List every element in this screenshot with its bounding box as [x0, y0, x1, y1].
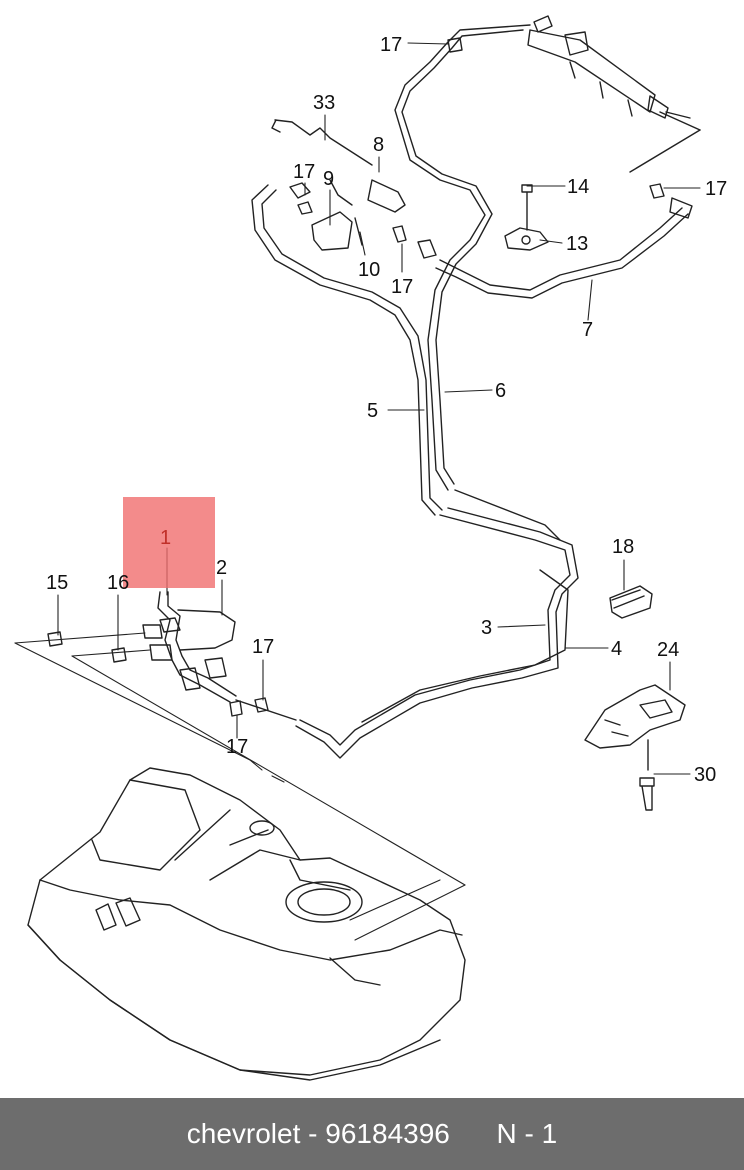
callout-17-rail: 17 — [705, 178, 728, 200]
callout-33: 33 — [313, 92, 336, 114]
callout-13: 13 — [566, 233, 589, 255]
callout-17-filter: 17 — [293, 161, 316, 183]
footer-position: N - 1 — [496, 1118, 558, 1149]
callout-14: 14 — [567, 176, 590, 198]
line-7 — [435, 111, 701, 299]
part-1-highlight — [123, 497, 215, 588]
callout-16: 16 — [107, 572, 130, 594]
callout-3: 3 — [481, 617, 493, 639]
callout-18: 18 — [612, 536, 635, 558]
part-footer: chevrolet - 96184396 N - 1 — [0, 1098, 744, 1170]
bracket-24 — [584, 684, 686, 811]
callout-17-mid: 17 — [391, 276, 414, 298]
callout-8: 8 — [373, 134, 385, 156]
callout-1: 1 — [160, 527, 172, 549]
callout-9: 9 — [323, 168, 335, 190]
callout-17-bottom: 17 — [226, 736, 249, 758]
footer-gap — [450, 1118, 497, 1150]
callout-5: 5 — [367, 400, 379, 422]
clip-18 — [609, 585, 653, 619]
line-3-4 — [295, 489, 579, 759]
line-5 — [251, 184, 443, 516]
footer-brand: chevrolet — [186, 1118, 301, 1149]
callout-17-right-cluster: 17 — [252, 636, 275, 658]
callout-24: 24 — [657, 639, 680, 661]
callout-15: 15 — [46, 572, 69, 594]
footer-separator: - — [300, 1118, 326, 1149]
callout-17-top: 17 — [380, 34, 403, 56]
filter-assembly — [271, 119, 437, 259]
callout-leaders — [57, 42, 701, 775]
leader-lines — [14, 632, 466, 941]
bolt-clip-13-14 — [504, 184, 549, 251]
callout-7: 7 — [582, 319, 594, 341]
fuel-tank — [27, 767, 466, 1081]
footer-part-number: 96184396 — [325, 1118, 450, 1149]
fuel-rail — [527, 15, 691, 119]
parts-diagram — [14, 15, 701, 1081]
callout-30: 30 — [694, 764, 717, 786]
line-upper — [394, 24, 531, 491]
callout-4: 4 — [611, 638, 623, 660]
callout-6: 6 — [495, 380, 507, 402]
callout-2: 2 — [216, 557, 228, 579]
clips — [47, 37, 665, 717]
callout-10: 10 — [358, 259, 381, 281]
